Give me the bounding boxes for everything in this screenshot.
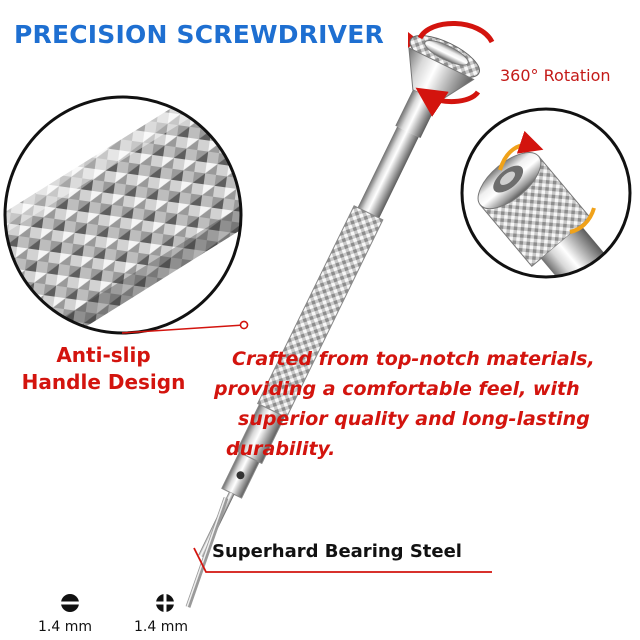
rotation-arrow-icon — [417, 21, 495, 44]
material-label: Superhard Bearing Steel — [212, 541, 462, 562]
handle-feature-line2: Handle Design — [21, 370, 186, 394]
steel-pointer-line — [193, 547, 492, 573]
screwdriver-illustration — [185, 35, 480, 608]
handle-feature-label: Anti-slip Handle Design — [6, 342, 201, 396]
phillips-tip-icon — [155, 593, 175, 613]
description-line: superior quality and long-lasting — [238, 408, 590, 430]
description-line: providing a comfortable feel, with — [214, 378, 580, 400]
cap-closeup-image — [460, 107, 632, 279]
description-text: Crafted from top-notch materials, provid… — [214, 344, 637, 464]
slotted-tip-size: 1.4 mm — [38, 619, 92, 635]
description-line: Crafted from top-notch materials, — [232, 348, 595, 370]
handle-feature-line1: Anti-slip — [56, 343, 151, 367]
description-line: durability. — [226, 438, 336, 460]
slotted-tip-icon — [60, 594, 80, 612]
handle-closeup-image — [3, 95, 243, 335]
phillips-tip-size: 1.4 mm — [134, 619, 188, 635]
rotation-arrow-icon — [415, 87, 481, 117]
rotation-label: 360° Rotation — [500, 66, 611, 85]
page-title: PRECISION SCREWDRIVER — [14, 20, 384, 49]
